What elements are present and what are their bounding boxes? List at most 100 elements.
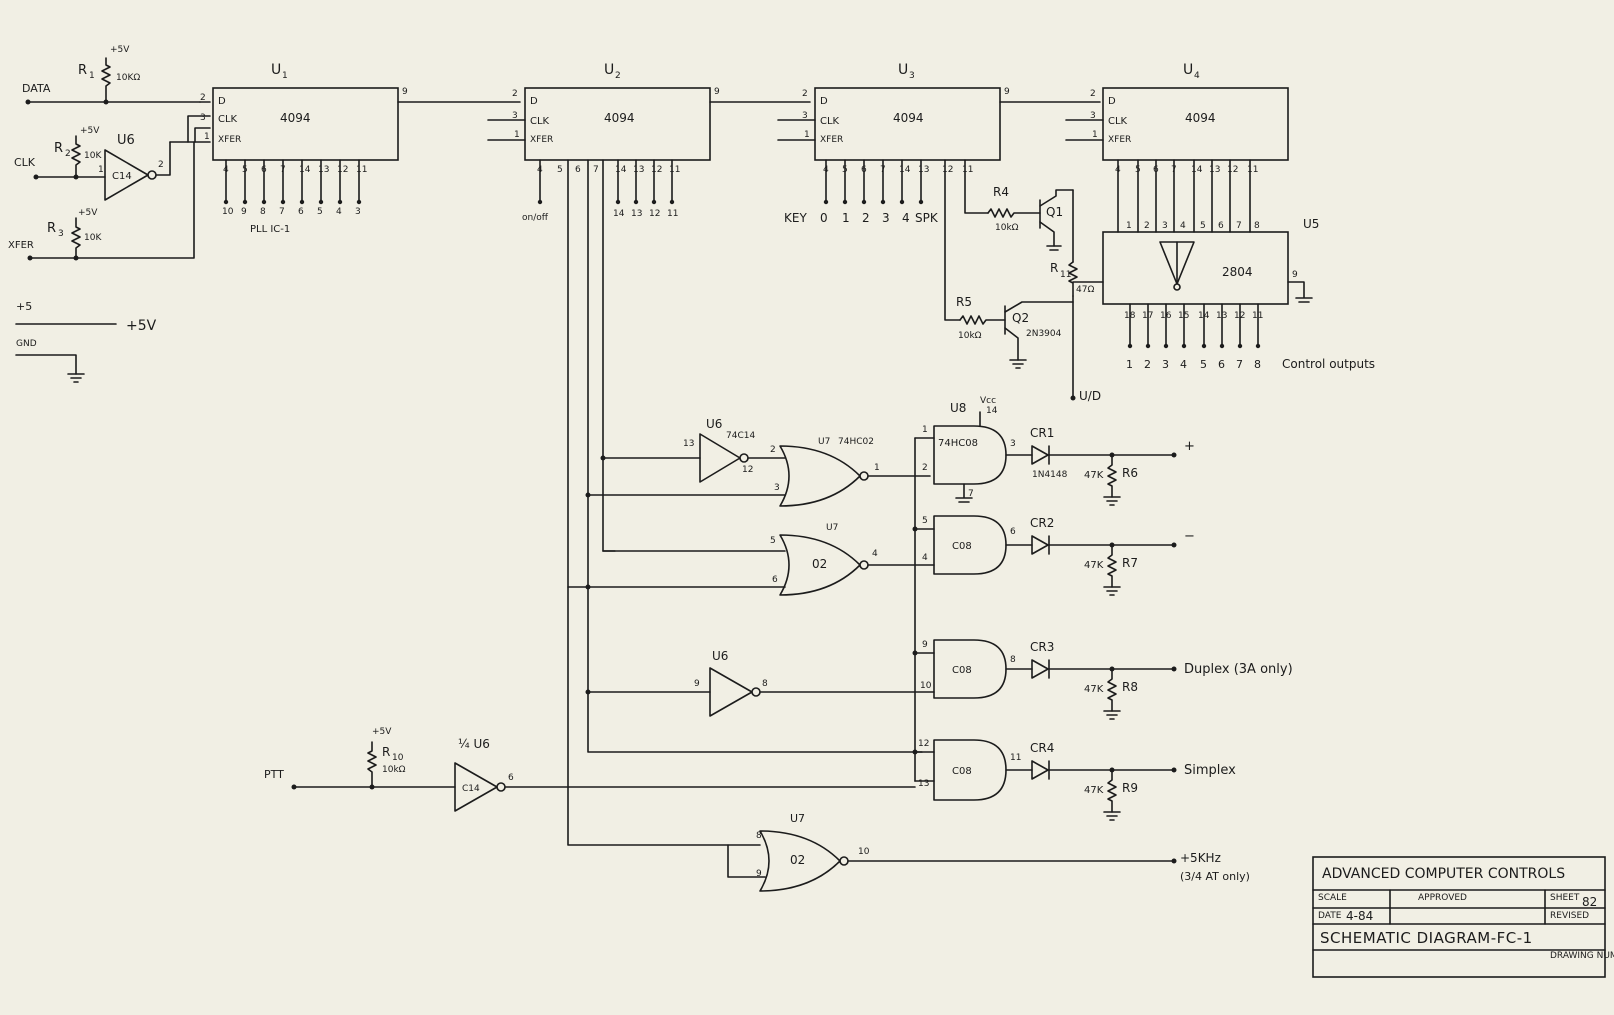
svg-text:C08: C08 [952, 665, 972, 676]
pulldown-value: 47K [1084, 470, 1104, 481]
svg-text:1: 1 [804, 130, 810, 140]
power-legend: +5 +5V GND [15, 300, 157, 383]
svg-text:10kΩ: 10kΩ [958, 331, 982, 341]
svg-text:82: 82 [1582, 895, 1597, 909]
svg-text:3: 3 [802, 111, 808, 121]
svg-text:14: 14 [986, 406, 998, 416]
pulldown-value: 47K [1084, 560, 1104, 571]
svg-text:4: 4 [922, 553, 928, 563]
u5-top-pin-number: 1 [1126, 221, 1132, 231]
svg-text:13: 13 [918, 779, 929, 789]
output-terminal [1171, 542, 1177, 548]
svg-text:10K: 10K [84, 151, 102, 161]
svg-text:2: 2 [512, 89, 518, 99]
svg-text:10: 10 [920, 681, 932, 691]
r5-label: R5 [956, 295, 972, 309]
u5-control-number: 2 [1144, 358, 1151, 371]
r3-label: R [47, 221, 56, 236]
svg-text:2: 2 [770, 445, 776, 455]
u5-output-terminal [1163, 343, 1169, 349]
u3-output-label: KEY [784, 211, 807, 225]
diode-symbol [1031, 445, 1049, 465]
svg-text:2: 2 [200, 93, 206, 103]
diode-label: CR1 [1030, 426, 1054, 440]
r4-label: R4 [993, 185, 1009, 199]
u1-pin-number: 13 [318, 165, 329, 175]
u5-top-pin-number: 5 [1200, 221, 1206, 231]
svg-text:02: 02 [812, 557, 827, 571]
svg-text:2: 2 [922, 463, 928, 473]
u3-output-label: SPK [915, 211, 939, 225]
u2-part: 4094 [604, 111, 635, 125]
u1-pin-terminal [337, 199, 343, 205]
svg-text:11: 11 [1010, 753, 1021, 763]
u3-pin-number: 14 [899, 165, 911, 175]
svg-text:CLK: CLK [530, 116, 550, 127]
svg-text:02: 02 [790, 853, 805, 867]
u3-output-label: 1 [842, 211, 850, 225]
u2-pin-number: 5 [557, 165, 563, 175]
u2-pin-number: 14 [615, 165, 627, 175]
u6-top-part: C14 [112, 171, 132, 182]
svg-text:8: 8 [756, 831, 762, 841]
svg-text:U: U [898, 62, 908, 78]
u1-pin-terminal [318, 199, 324, 205]
diode-label: CR4 [1030, 741, 1054, 755]
svg-text:1: 1 [514, 130, 520, 140]
svg-text:+5V: +5V [110, 45, 130, 55]
u1-output-number: 3 [355, 207, 361, 217]
output-terminal [1171, 666, 1177, 672]
svg-text:10: 10 [858, 847, 870, 857]
svg-text:XFER: XFER [1108, 135, 1131, 145]
svg-text:C08: C08 [952, 541, 972, 552]
svg-text:9: 9 [1292, 270, 1298, 280]
diode-label: CR2 [1030, 516, 1054, 530]
svg-text:9: 9 [756, 869, 762, 879]
u3-pin-number: 13 [918, 165, 929, 175]
svg-text:6: 6 [1010, 527, 1016, 537]
u2-pin-number: 13 [633, 165, 644, 175]
svg-text:+5V: +5V [80, 126, 100, 136]
svg-text:SCALE: SCALE [1318, 893, 1347, 903]
pulldown-resistor [1107, 544, 1117, 588]
svg-text:9: 9 [1004, 87, 1010, 97]
svg-text:4: 4 [872, 549, 878, 559]
svg-text:10kΩ: 10kΩ [382, 765, 406, 775]
u3-pin-number: 11 [962, 165, 973, 175]
svg-text:2N3904: 2N3904 [1026, 329, 1062, 339]
diode-symbol [1031, 659, 1049, 679]
svg-text:3: 3 [58, 229, 64, 239]
svg-text:XFER: XFER [820, 135, 843, 145]
svg-text:2: 2 [615, 71, 621, 81]
u5-part: 2804 [1222, 265, 1253, 279]
svg-text:(3/4 AT only): (3/4 AT only) [1180, 870, 1250, 883]
input-ptt-label: PTT [264, 768, 284, 781]
svg-text:9: 9 [694, 679, 700, 689]
u3-part: 4094 [893, 111, 924, 125]
u3-pin-terminal [918, 199, 924, 205]
svg-text:74HC02: 74HC02 [838, 437, 874, 447]
svg-text:CLK: CLK [1108, 116, 1128, 127]
drawing-title: SCHEMATIC DIAGRAM-FC-1 [1320, 929, 1533, 947]
input-data-label: DATA [22, 82, 51, 95]
pulldown-resistor [1107, 668, 1117, 712]
pulldown-resistor [1107, 454, 1117, 498]
output-label: − [1184, 529, 1195, 544]
svg-text:8: 8 [762, 679, 768, 689]
u5-control-number: 8 [1254, 358, 1261, 371]
r11-label: R [1050, 261, 1058, 275]
u5-control-number: 1 [1126, 358, 1133, 371]
svg-text:2: 2 [65, 149, 71, 159]
u3-pin-terminal [899, 199, 905, 205]
u5-output-terminal [1127, 343, 1133, 349]
u4-pin-number: 13 [1209, 165, 1220, 175]
pulldown-label: R8 [1122, 680, 1138, 694]
u1-output-number: 10 [222, 207, 234, 217]
u5-control-number: 4 [1180, 358, 1187, 371]
u8-part: 74HC08 [938, 438, 978, 449]
input-section: DATA R 1 10KΩ +5V CLK R 2 10K +5V C14 U6… [8, 45, 211, 261]
